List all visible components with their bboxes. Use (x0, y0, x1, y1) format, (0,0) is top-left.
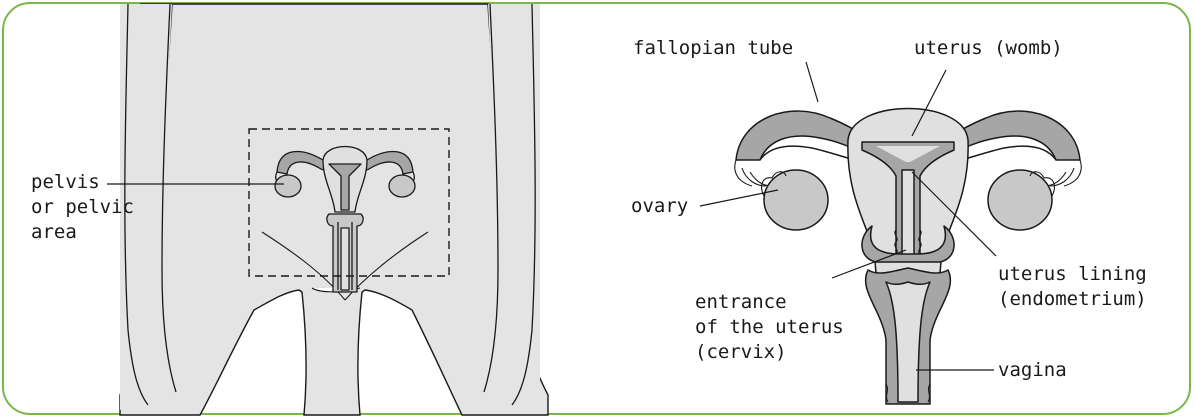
cervix-label-line1: entrance (695, 290, 844, 315)
pelvis-label-line1: pelvis (31, 170, 134, 195)
uterus-lining-line2: (endometrium) (998, 287, 1147, 312)
right-ovary (988, 170, 1052, 230)
ovary-label: ovary (631, 194, 688, 219)
pelvis-label: pelvis or pelvic area (31, 170, 134, 245)
left-ovary (764, 170, 828, 230)
pelvis-label-line3: area (31, 220, 134, 245)
vagina-label: vagina (998, 358, 1067, 383)
cervix-label-line3: (cervix) (695, 340, 844, 365)
uterus-lining-line1: uterus lining (998, 262, 1147, 287)
fallopian-tube-label: fallopian tube (633, 36, 793, 61)
pelvis-label-line2: or pelvic (31, 195, 134, 220)
cervix-label-line2: of the uterus (695, 315, 844, 340)
cervix-label: entrance of the uterus (cervix) (695, 290, 844, 365)
uterus-lining-label: uterus lining (endometrium) (998, 262, 1147, 312)
uterus-label: uterus (womb) (914, 36, 1063, 61)
